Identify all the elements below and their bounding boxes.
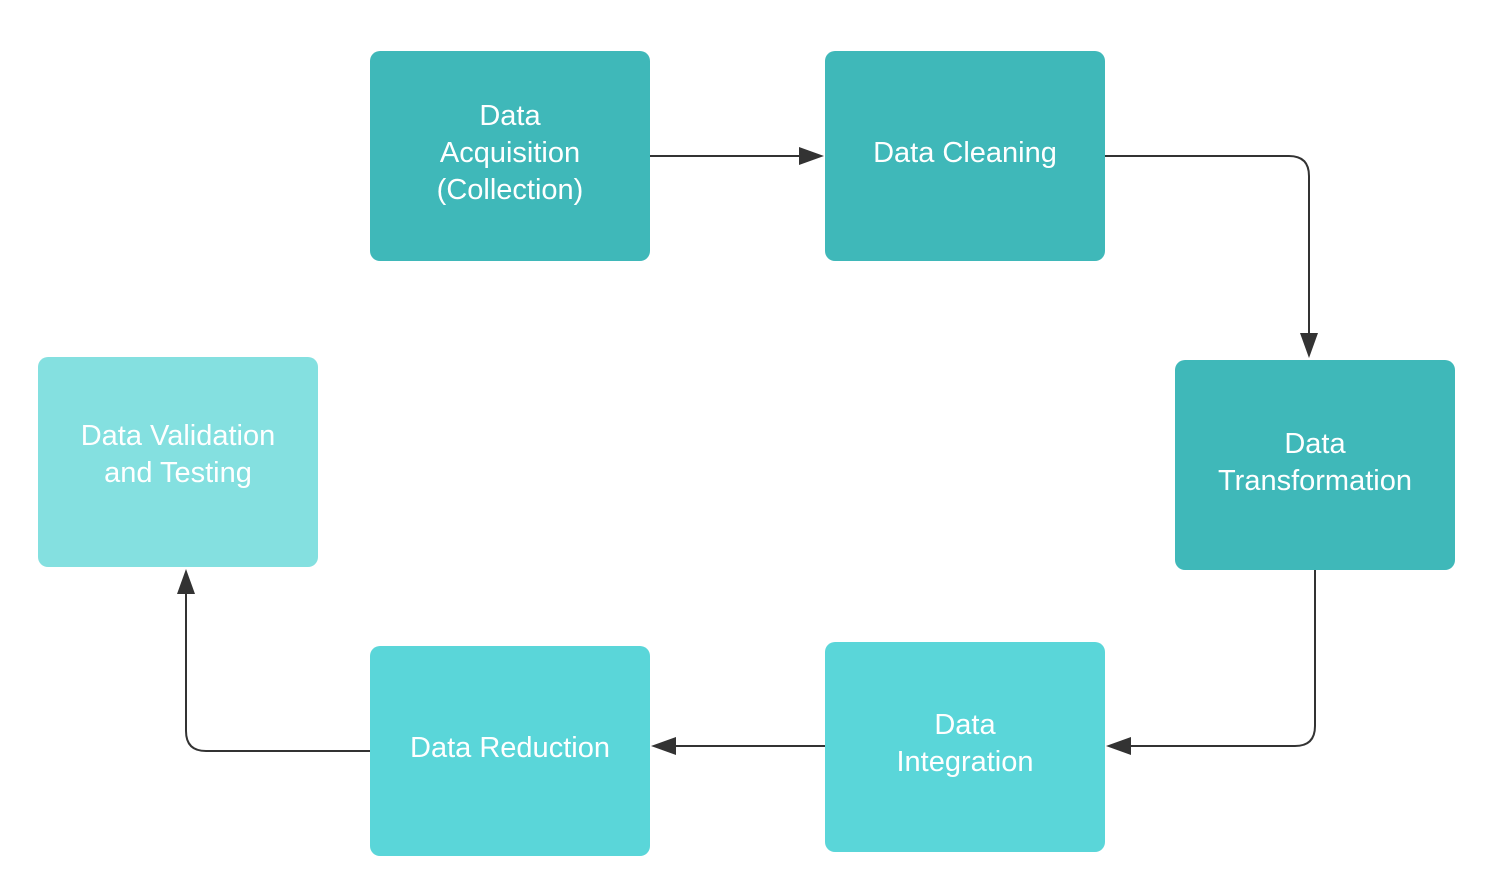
node-data-transformation-label: Data Transformation [1218, 428, 1412, 497]
edge-integration-to-reduction [651, 737, 825, 755]
edge-transformation-to-integration [1106, 570, 1316, 755]
node-data-acquisition-label: Data Acquisition (Collection) [436, 99, 584, 206]
node-data-reduction[interactable]: Data Reduction [370, 646, 650, 856]
node-data-validation[interactable]: Data Validation and Testing [38, 357, 318, 567]
node-data-integration-label: Data Integration [896, 709, 1034, 778]
node-data-cleaning-label: Data Cleaning [873, 136, 1057, 169]
edge-cleaning-to-transformation [1105, 155, 1318, 358]
node-data-integration[interactable]: Data Integration [825, 642, 1105, 852]
edge-acquisition-to-cleaning [650, 147, 824, 165]
node-data-transformation[interactable]: Data Transformation [1175, 360, 1455, 570]
node-data-acquisition[interactable]: Data Acquisition (Collection) [370, 51, 650, 261]
node-data-reduction-label: Data Reduction [410, 731, 610, 764]
edge-reduction-to-validation [177, 569, 370, 752]
node-data-validation-label: Data Validation and Testing [80, 420, 276, 489]
node-data-cleaning[interactable]: Data Cleaning [825, 51, 1105, 261]
